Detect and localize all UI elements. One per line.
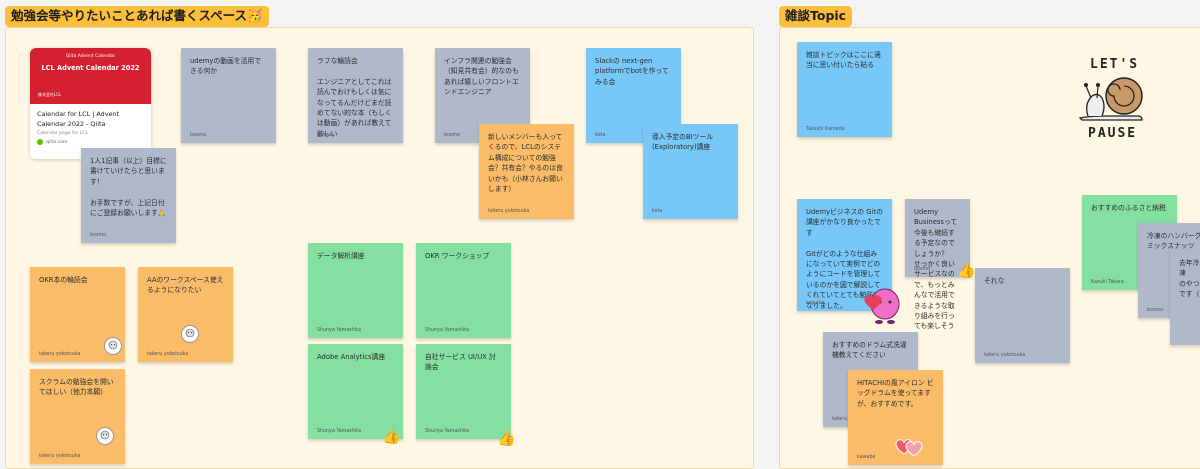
avatar (96, 427, 114, 445)
sticky-note-uiux[interactable]: 自社サービス UI/UX 討論会 Shunya Yamashita (416, 344, 511, 439)
sticky-author: takeru yokotsuka (984, 353, 1026, 358)
sticky-author: Shunya Yamashita (425, 429, 469, 434)
sticky-note-hitachi[interactable]: HITACHIの風アイロン ビッグドラムを使ってますが、おすすめです。 kawab… (848, 370, 943, 465)
sticky-note-chattopic[interactable]: 雑談トピックはここに適当に思い付いたら貼る Takeshi Kameda (797, 42, 892, 137)
sticky-text: 新しいメンバーも入ってくるので、LCLのシステム構成についての勉強会？共有会？や… (488, 133, 563, 194)
snail-icon (1078, 77, 1143, 121)
sticky-text: インフラ関連の勉強会（知見共有会）的なのもあれば嬉しいフロントエンドエンジニア (444, 57, 519, 97)
sticky-text: Udemyビジネスの Gitの講座がかなり良かったです Gitがどのような仕組み… (806, 208, 883, 310)
sticky-author: Takeshi Kameda (806, 127, 845, 132)
sticky-text: OKR ワークショップ (425, 252, 490, 260)
sticky-text: AAのワークスペース使えるようになりたい (147, 276, 224, 295)
card-title: Calendar for LCL | Advent Calendar 2022 … (37, 110, 119, 128)
link-card[interactable]: Qiita Advent Calendar LCL Advent Calenda… (30, 48, 151, 159)
sticky-note-adobe[interactable]: Adobe Analytics講座 Shunya Yamashita (308, 344, 403, 439)
sticky-author: kawabe (857, 455, 876, 460)
sticky-note-data[interactable]: データ解析講座 Shunya Yamashita (308, 243, 403, 338)
sticky-note-rough[interactable]: ラフな輪読会 エンジニアとしてこれは読んでおけもしくは気になってるんだけどまだ読… (308, 48, 403, 143)
sticky-author: kota (652, 209, 663, 214)
sticky-note-article[interactable]: 1人1記事（以上）目標に書けていけたらと思います！ お手数ですが、上記日付にご登… (81, 148, 176, 243)
sticky-text: HITACHIの風アイロン ビッグドラムを使ってますが、おすすめです。 (857, 379, 934, 408)
sticky-note-okrws[interactable]: OKR ワークショップ Shunya Yamashita (416, 243, 511, 338)
sticky-text: おすすめのドラム式洗濯機教えてください (832, 341, 907, 360)
sticky-note-scrum[interactable]: スクラムの勉強会を開いてほしい（他力本願） takeru yokotsuka (30, 369, 125, 464)
thumbs-up-icon: 👍 (957, 261, 976, 279)
sticky-author: bosmo (90, 233, 107, 238)
sticky-author: Shunya Yamashita (317, 328, 361, 333)
sticky-note-sorena[interactable]: それな takeru yokotsuka (975, 268, 1070, 363)
thumbs-up-icon: 👍 (497, 429, 516, 447)
sticky-text: 雑談トピックはここに適当に思い付いたら貼る (806, 51, 881, 70)
sticky-text: udemyの動画を活用できる何か (190, 57, 262, 76)
hearts-icon (895, 439, 923, 457)
sticky-text: データ解析講座 (317, 252, 365, 260)
avatar (104, 337, 122, 355)
sticky-text: OKR本の輪読会 (39, 276, 88, 284)
sticky-text: スクラムの勉強会を開いてほしい（他力本願） (39, 378, 114, 397)
study-section-title[interactable]: 勉強会等やりたいことあれば書くスペース🥳 (5, 6, 269, 27)
card-domain: qiita.com (46, 139, 68, 145)
thumbs-up-icon: 👍 (382, 427, 401, 445)
sticky-note-bitool[interactable]: 導入予定のBIツール(Exploratory)講座 kota (643, 124, 738, 219)
sticky-text: Udemy Businessって今後も継続する予定なのでしょうか？ せっかく良い… (914, 208, 958, 331)
lets-pause-sticker[interactable]: LET'S PAUSE (1072, 52, 1162, 147)
sticker-line2: PAUSE (1088, 126, 1138, 141)
sticky-note-udemy[interactable]: udemyの動画を活用できる何か bosmo (181, 48, 276, 143)
sticky-author: takeru yokotsuka (39, 454, 81, 459)
sticky-author: takeru y (832, 417, 852, 422)
sticky-author: bosmo (317, 133, 334, 138)
sticky-author: kota (595, 133, 606, 138)
sticky-author: takeru yokotsuka (488, 209, 530, 214)
sticky-text: 去年冷凍 のやつ です（ (1179, 259, 1200, 299)
sticky-author: takeru yokotsuka (147, 352, 189, 357)
banner-title: LCL Advent Calendar 2022 (41, 64, 140, 72)
banner-top: Qiita Advent Calendar (65, 54, 116, 59)
sticky-author: Kazuki Takara (1091, 280, 1124, 285)
sticky-author: kawabe (806, 301, 825, 306)
sticky-note-udemybiz2[interactable]: Udemy Businessって今後も継続する予定なのでしょうか？ せっかく良い… (905, 199, 970, 330)
qiita-icon (37, 139, 43, 145)
sticky-text: 冷凍のハンバーグ ミックスナッツ (1147, 232, 1200, 251)
sticky-text: ラフな輪読会 エンジニアとしてこれは読んでおけもしくは気になってるんだけどまだ読… (317, 57, 392, 138)
sticky-text: 導入予定のBIツール(Exploratory)講座 (652, 133, 714, 152)
banner-company: 株式会社LCL (38, 92, 62, 97)
chat-section-title[interactable]: 雑談Topic (779, 6, 853, 27)
card-subtitle: Calendar page for LCL (37, 131, 89, 136)
sticky-note-aaws[interactable]: AAのワークスペース使えるようになりたい takeru yokotsuka (138, 267, 233, 362)
sticky-author: bosmo (914, 267, 931, 272)
card-banner: Qiita Advent Calendar LCL Advent Calenda… (30, 48, 151, 104)
sticky-author: bosmo (444, 133, 461, 138)
avatar (181, 325, 199, 343)
sticky-text: それな (984, 277, 1005, 285)
sticky-text: Slackの next-gen platformでbotを作ってみる会 (595, 57, 669, 86)
sticky-note-last[interactable]: 去年冷凍 のやつ です（ (1170, 250, 1200, 345)
sticky-author: bosmo (1147, 308, 1164, 313)
sticky-author: takeru yokotsuka (39, 352, 81, 357)
sticky-text: Adobe Analytics講座 (317, 353, 386, 361)
heart-character-sticker[interactable] (862, 284, 908, 326)
sticky-text: 自社サービス UI/UX 討論会 (425, 353, 496, 372)
sticky-author: Shunya Yamashita (425, 328, 469, 333)
sticky-text: おすすめのふるさと納税 (1091, 204, 1166, 212)
sticky-author: Shunya Yamashita (317, 429, 361, 434)
sticky-note-newmember[interactable]: 新しいメンバーも入ってくるので、LCLのシステム構成についての勉強会？共有会？や… (479, 124, 574, 219)
sticky-text: 1人1記事（以上）目標に書けていけたらと思います！ お手数ですが、上記日付にご登… (90, 157, 167, 218)
sticker-line1: LET'S (1090, 57, 1140, 72)
sticky-author: bosmo (190, 133, 207, 138)
